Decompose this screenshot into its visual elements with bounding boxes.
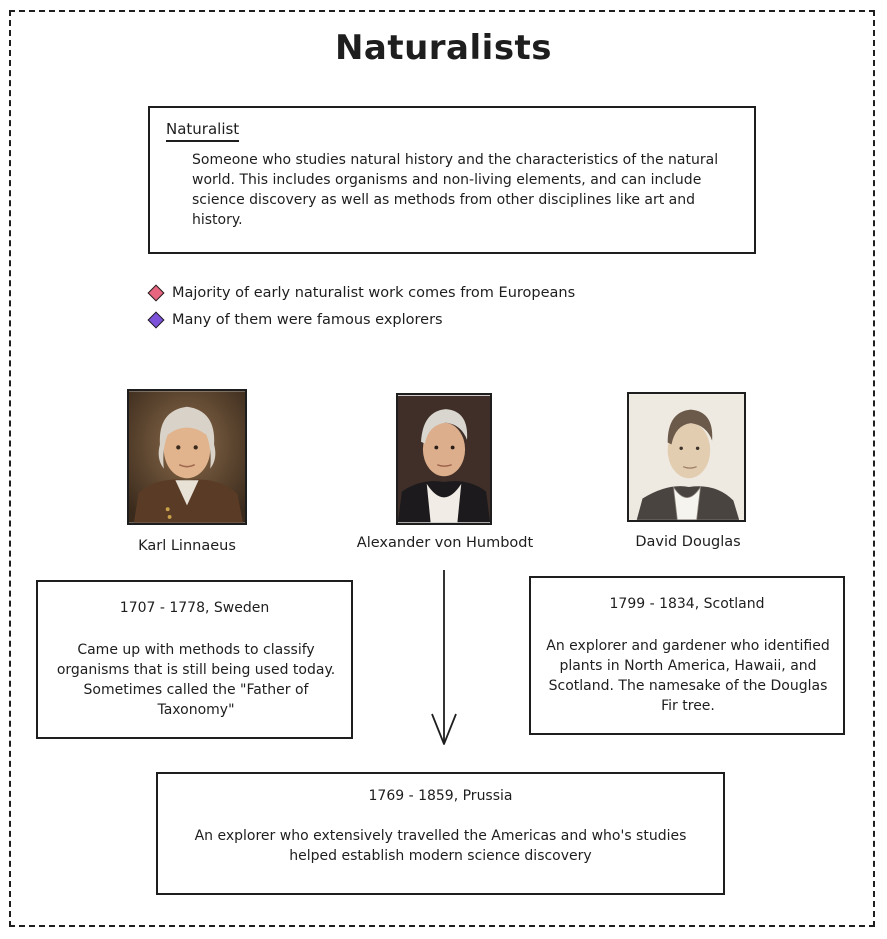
bullet-text: Many of them were famous explorers	[172, 312, 443, 328]
portrait-image	[129, 391, 245, 523]
definition-text: Someone who studies natural history and …	[192, 152, 719, 228]
info-dates: 1799 - 1834, Scotland	[609, 596, 765, 612]
info-box-linnaeus: 1707 - 1778, Sweden Came up with methods…	[36, 580, 353, 739]
diagram-frame	[9, 10, 875, 927]
bullet-item: Majority of early naturalist work comes …	[147, 284, 576, 302]
diagram-title: Naturalists	[334, 28, 553, 68]
person-name-humboldt: Alexander von Humbodt	[356, 535, 534, 551]
portrait-image	[398, 395, 490, 523]
linnaeus-portrait	[127, 389, 247, 525]
info-dates: 1769 - 1859, Prussia	[368, 788, 513, 804]
definition-term: Naturalist	[166, 120, 240, 142]
person-name-linnaeus: Karl Linnaeus	[138, 538, 236, 554]
purple-diamond-icon	[147, 311, 165, 329]
info-description: Came up with methods to classify organis…	[56, 642, 336, 718]
info-description: An explorer who extensively travelled th…	[194, 828, 687, 864]
bullet-item: Many of them were famous explorers	[147, 311, 443, 329]
person-name-douglas: David Douglas	[635, 534, 741, 550]
info-description: An explorer and gardener who identified …	[546, 638, 830, 714]
portrait-image	[629, 394, 744, 520]
definition-box: Naturalist Someone who studies natural h…	[148, 106, 756, 254]
bullet-text: Majority of early naturalist work comes …	[172, 285, 576, 301]
info-box-douglas: 1799 - 1834, Scotland An explorer and ga…	[529, 576, 845, 735]
down-arrow-icon	[431, 570, 457, 745]
info-dates: 1707 - 1778, Sweden	[119, 600, 270, 616]
humboldt-portrait	[396, 393, 492, 525]
douglas-portrait	[627, 392, 746, 522]
info-box-humboldt: 1769 - 1859, Prussia An explorer who ext…	[156, 772, 725, 895]
pink-diamond-icon	[147, 284, 165, 302]
